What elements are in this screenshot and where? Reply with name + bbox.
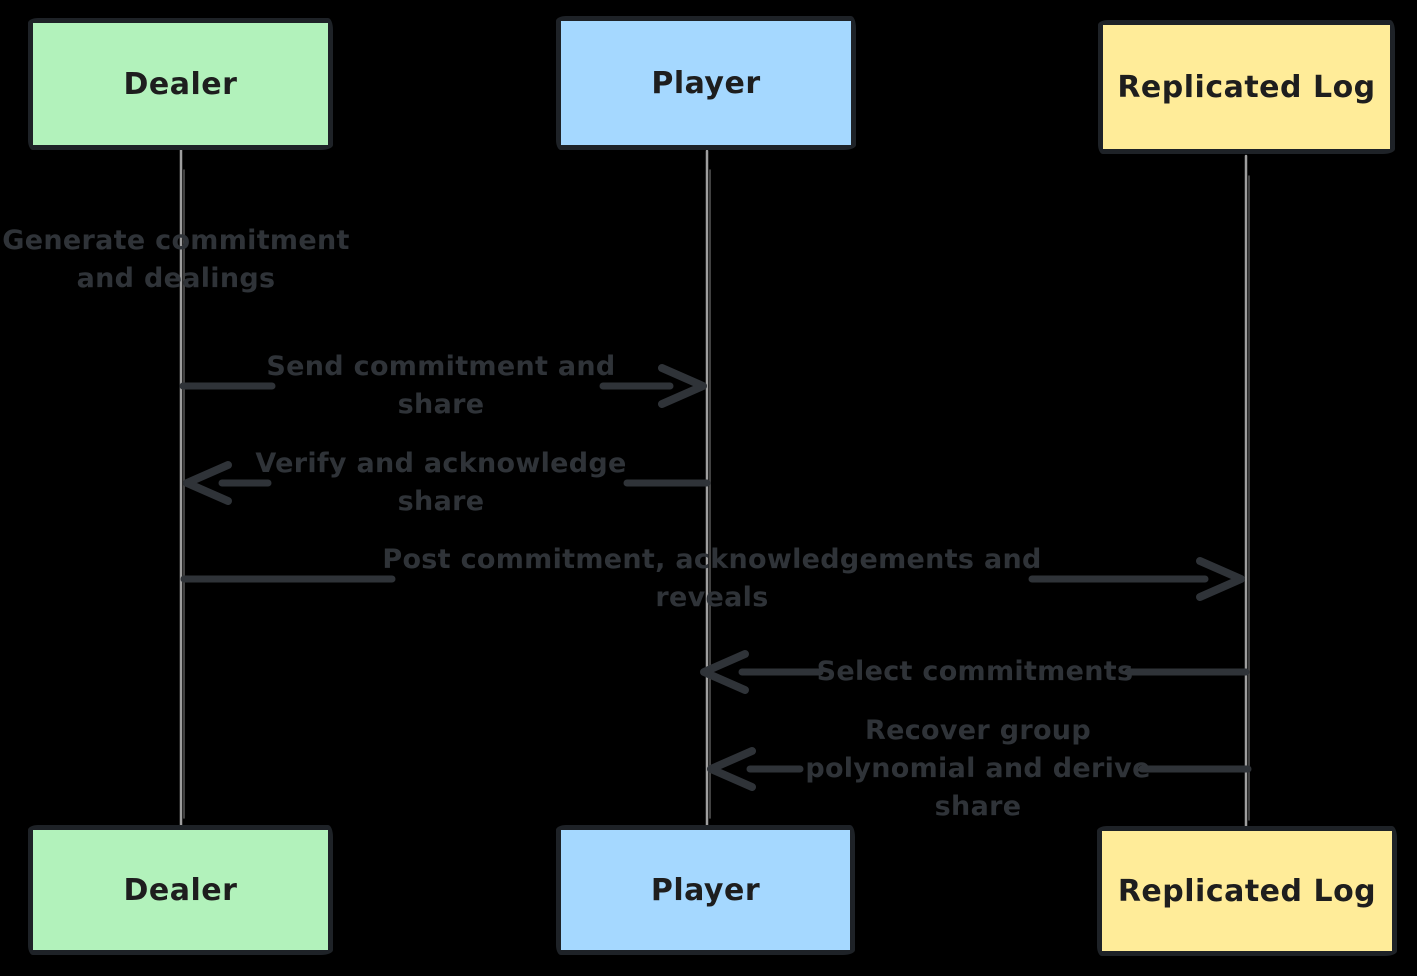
player-lifeline <box>705 149 711 827</box>
participant-label-dealer: Dealer <box>123 66 238 102</box>
arrow-select-commitments <box>700 650 1250 694</box>
arrow-post-commitment-acknowledgements-reveals <box>180 557 1245 601</box>
message-label-verify-and-acknowledge-share: Verify and acknowledge share <box>255 448 627 517</box>
replicated-log-lifeline <box>1244 154 1250 829</box>
participant-box-dealer-top: Dealer <box>28 18 333 150</box>
participant-label-replicated-log: Replicated Log <box>1117 873 1377 909</box>
participant-box-dealer-bottom: Dealer <box>28 825 333 955</box>
participant-label-player: Player <box>651 65 761 101</box>
arrow-send-commitment-and-share <box>179 364 707 408</box>
arrow-verify-and-acknowledge-share <box>183 461 711 505</box>
message-label-send-commitment-and-share: Send commitment and share <box>266 351 616 420</box>
participant-box-player-bottom: Player <box>556 825 855 955</box>
participant-box-replicated-log-bottom: Replicated Log <box>1097 826 1397 956</box>
participant-label-player: Player <box>650 872 761 908</box>
note-generate-commitment-and-dealings: Generate commitment and dealings <box>2 225 350 294</box>
arrowhead-right-icon <box>1196 557 1245 601</box>
arrowhead-right-icon <box>658 364 707 408</box>
dealer-lifeline <box>179 148 185 828</box>
arrow-recover-group-polynomial <box>707 747 1252 791</box>
participant-label-dealer: Dealer <box>123 872 238 908</box>
arrowhead-left-icon <box>707 747 756 791</box>
participant-box-player-top: Player <box>556 16 856 150</box>
participant-box-replicated-log-top: Replicated Log <box>1098 20 1395 154</box>
message-label-post-commitment-acknowledgements-reveals: Post commitment, acknowledgements and re… <box>382 544 1042 613</box>
arrowhead-left-icon <box>700 650 749 694</box>
message-label-select-commitments: Select commitments <box>816 656 1134 687</box>
message-label-recover-group-polynomial-derive-share: Recover group polynomial and derive shar… <box>805 715 1151 822</box>
participant-label-replicated-log: Replicated Log <box>1117 69 1376 105</box>
arrowhead-left-icon <box>183 461 232 505</box>
